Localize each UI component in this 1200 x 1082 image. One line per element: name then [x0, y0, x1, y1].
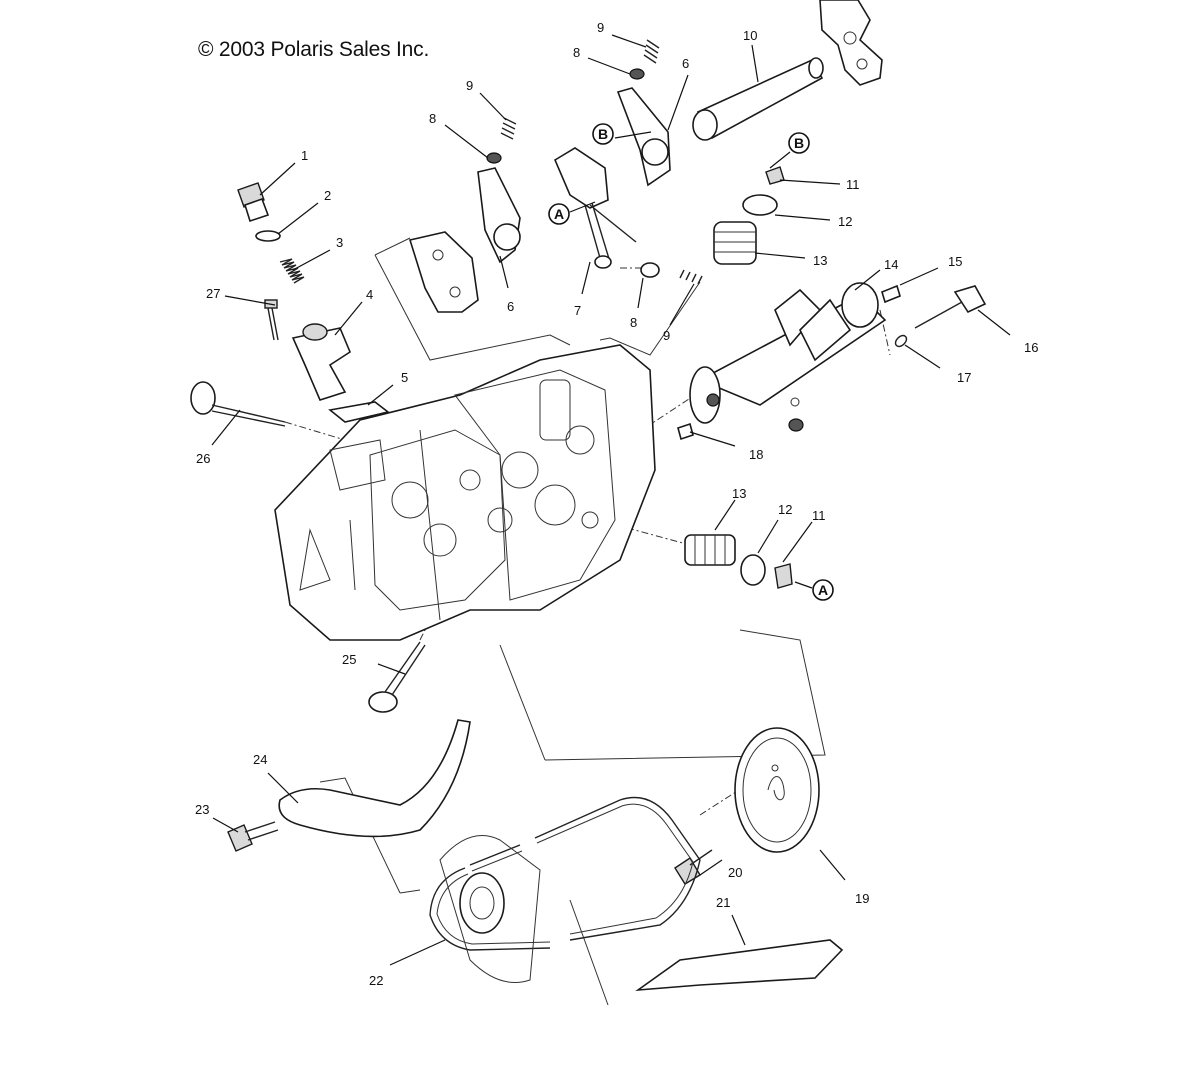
bracket-left [408, 231, 479, 313]
part-8-nut-a [629, 68, 645, 80]
label-26: 26 [196, 451, 210, 466]
label-2: 2 [324, 188, 331, 203]
part-8-nut-c [640, 262, 660, 278]
part-22-cam-chain [429, 796, 701, 951]
label-24: 24 [253, 752, 267, 767]
label-23: 23 [195, 802, 209, 817]
label-10: 10 [743, 28, 757, 43]
callout-b-left: B [592, 123, 614, 145]
label-11-top: 11 [846, 177, 860, 192]
label-8-top: 8 [573, 45, 580, 60]
part-number-labels: 1 2 3 27 4 5 26 25 9 8 9 8 6 10 6 7 8 9 … [195, 20, 1038, 988]
part-3-spring [279, 258, 305, 284]
label-20: 20 [728, 865, 742, 880]
part-12-retainer-upper [742, 194, 778, 216]
part-11-keeper-lower [774, 563, 793, 589]
label-15: 15 [948, 254, 962, 269]
camshaft-ball [790, 397, 800, 407]
part-13-spring-lower [684, 534, 736, 566]
svg-text:A: A [818, 582, 828, 598]
cylinder-head [274, 344, 656, 641]
label-21: 21 [716, 895, 730, 910]
part-24-tensioner-blade [278, 719, 471, 838]
part-23-bolt [227, 821, 279, 852]
crank-sprocket [439, 835, 541, 983]
part-9-stud-a [643, 39, 660, 64]
label-8-mid: 8 [429, 111, 436, 126]
label-17: 17 [957, 370, 971, 385]
part-21-chain-guide [635, 939, 844, 992]
label-27: 27 [206, 286, 220, 301]
label-12-top: 12 [838, 214, 852, 229]
label-14: 14 [884, 257, 898, 272]
part-19-cam-sprocket [734, 727, 820, 853]
callout-b-right: B [788, 132, 810, 154]
part-26-valve [190, 381, 286, 427]
label-13-top: 13 [813, 253, 827, 268]
part-10-rocker-shaft [692, 57, 824, 141]
label-1: 1 [301, 148, 308, 163]
label-22: 22 [369, 973, 383, 988]
svg-text:B: B [598, 126, 608, 142]
part-6-rocker-arm-right [616, 87, 671, 187]
leader-lines [211, 34, 1011, 966]
label-8-bottom: 8 [630, 315, 637, 330]
label-19: 19 [855, 891, 869, 906]
part-12-retainer-lower [740, 554, 766, 586]
label-25: 25 [342, 652, 356, 667]
label-6-top: 6 [682, 56, 689, 71]
label-5: 5 [401, 370, 408, 385]
part-11-keeper-upper [765, 166, 785, 185]
label-12-bottom: 12 [778, 502, 792, 517]
label-13-bottom: 13 [732, 486, 746, 501]
label-16: 16 [1024, 340, 1038, 355]
part-16-decomp-shaft [914, 285, 987, 329]
part-9-stud-c [679, 269, 703, 285]
label-3: 3 [336, 235, 343, 250]
label-4: 4 [366, 287, 373, 302]
callout-a-lower: A [812, 579, 834, 601]
camshaft-nut [788, 418, 804, 432]
part-18-pin [677, 422, 694, 441]
callout-a-upper: A [548, 203, 570, 225]
part-8-nut-b [486, 152, 502, 164]
copyright-notice: © 2003 Polaris Sales Inc. [198, 38, 430, 61]
part-6-rocker-arm-left [477, 167, 521, 264]
svg-text:A: A [554, 206, 564, 222]
label-6-bottom: 6 [507, 299, 514, 314]
part-9-stud-b [500, 117, 517, 140]
label-9-bottom: 9 [663, 328, 670, 343]
svg-text:B: B [794, 135, 804, 151]
label-11-bottom: 11 [812, 508, 826, 523]
part-27-bolt [264, 299, 279, 341]
part-15-pin [881, 284, 901, 304]
bracket-fragment [819, 0, 883, 86]
part-17-spring [894, 334, 908, 348]
part-13-spring-upper [713, 221, 757, 265]
part-14-camshaft [689, 282, 887, 424]
label-9-top: 9 [597, 20, 604, 35]
label-18: 18 [749, 447, 763, 462]
label-7: 7 [574, 303, 581, 318]
part-5-gasket [328, 401, 390, 423]
part-1-bolt [237, 182, 270, 223]
label-9-mid: 9 [466, 78, 473, 93]
part-2-washer [255, 230, 281, 242]
part-7-rocker-arm [553, 147, 637, 269]
part-4-tensioner [291, 323, 351, 401]
part-20-bolt [674, 849, 713, 885]
part-25-valve [368, 641, 426, 713]
